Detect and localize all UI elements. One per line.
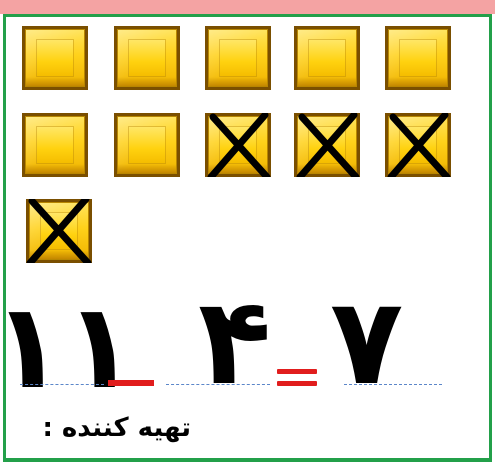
crossed-tile [385,113,451,177]
result-number: ٧ [330,273,404,412]
equals-operator-top [277,369,317,374]
counting-tile [294,26,360,90]
counting-tile [22,26,88,90]
cross-mark-icon [26,199,92,263]
answer-line [344,384,442,385]
answer-line [20,384,104,385]
counting-tile [114,26,180,90]
cross-mark-icon [387,113,451,177]
equals-operator-bottom [277,381,317,386]
author-label: تهیه کننده : [42,413,191,443]
counting-tile [205,26,271,90]
subtrahend-number: ۴ [198,273,272,412]
answer-line [166,384,270,385]
cross-mark-icon [296,113,360,177]
cross-mark-icon [207,113,271,177]
crossed-tile [205,113,271,177]
minuend-number: ١١ [0,277,140,415]
counting-tile [385,26,451,90]
crossed-tile [26,199,92,263]
crossed-tile [294,113,360,177]
counting-tile [114,113,180,177]
header-strip [0,0,495,14]
minus-operator [108,380,154,386]
counting-tile [22,113,88,177]
